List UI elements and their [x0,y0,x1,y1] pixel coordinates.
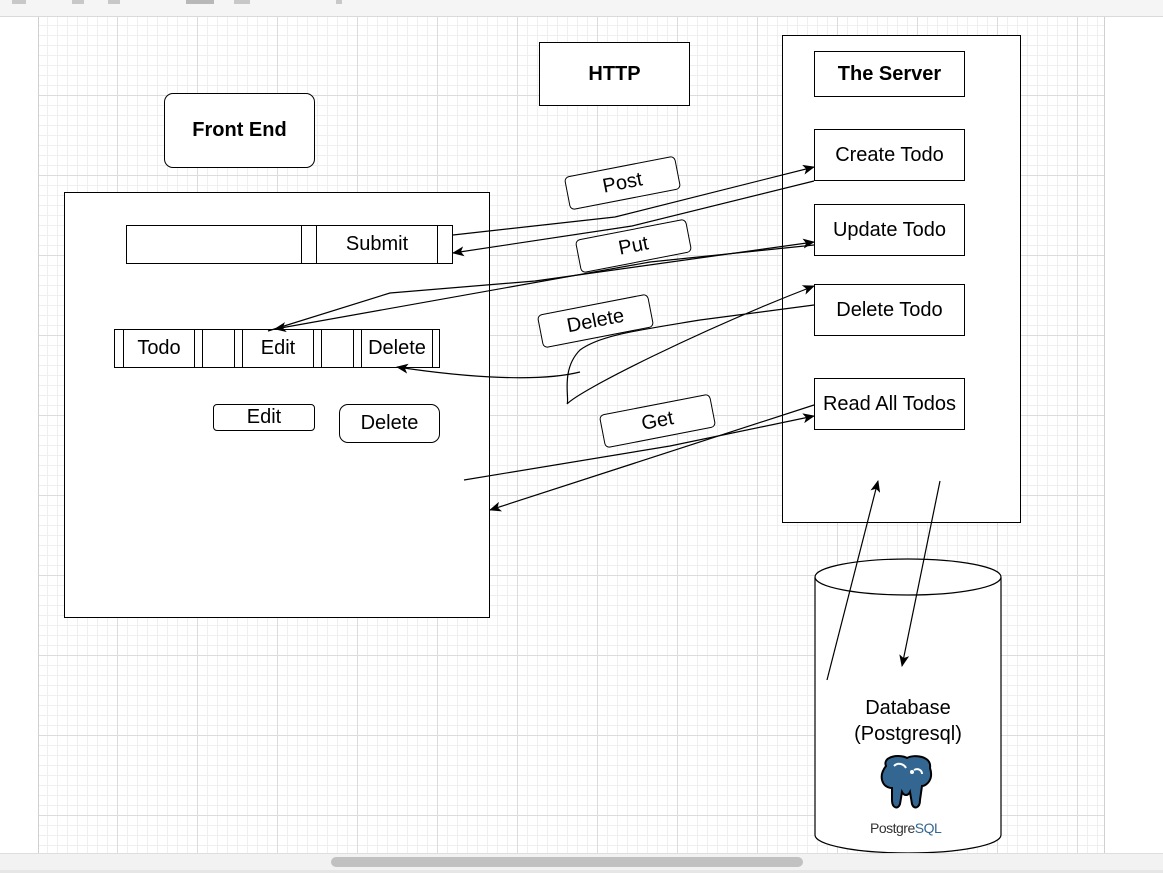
todo-cell: Todo [137,337,181,359]
row-divider [313,330,314,367]
scrollbar-thumb[interactable] [331,857,803,867]
put-request-arrow[interactable] [267,238,815,332]
fill-icon[interactable] [234,0,250,4]
row-divider [194,330,195,367]
delete-todo-label: Delete Todo [836,298,943,321]
post-response-arrow[interactable] [452,180,815,257]
update-todo-label: Update Todo [832,218,947,241]
row-edit-button[interactable]: Edit [260,337,296,359]
put-response-arrow[interactable] [274,244,815,332]
line-style-icon[interactable] [336,0,342,4]
logo-text-sql: SQL [914,820,942,836]
get-request-arrow[interactable] [463,413,815,481]
row-divider [432,330,433,367]
http-title: HTTP [588,62,641,85]
database-label-line1: Database [865,697,951,719]
create-todo-label: Create Todo [835,143,944,166]
post-arrow[interactable] [452,164,815,236]
front-end-title-box[interactable]: Front End [164,93,315,168]
database-label: Database (Postgresql) [830,695,986,747]
row-divider [361,330,362,367]
form-divider [316,226,317,263]
get-response-arrow[interactable] [489,404,815,512]
delete-arrow[interactable] [566,285,815,405]
read-all-todos-label: Read All Todos [822,392,957,415]
delete-todo-box[interactable]: Delete Todo [814,284,965,336]
read-all-todos-box[interactable]: Read All Todos [814,378,965,430]
delete-icon[interactable] [108,0,120,4]
logo-text-postgre: Postgre [870,820,915,836]
server-title: The Server [837,62,942,85]
server-container[interactable] [782,35,1021,523]
db-to-server-arrow[interactable] [826,480,881,681]
delete-button[interactable]: Delete [339,404,440,443]
horizontal-scrollbar[interactable] [0,853,1163,873]
elephant-icon [880,755,932,809]
format-icon[interactable] [186,0,214,4]
server-to-db-arrow[interactable] [899,480,941,667]
submit-button[interactable]: Submit [345,233,409,255]
form-divider [301,226,302,263]
todo-form[interactable]: Submit [126,225,453,264]
form-divider [437,226,438,263]
row-divider [234,330,235,367]
undo-icon[interactable] [12,0,26,4]
todo-row[interactable]: Todo Edit Delete [114,329,440,368]
database-cylinder[interactable] [812,555,1006,855]
delete-response-arrow[interactable] [396,363,581,379]
database-label-line2: (Postgresql) [854,723,962,745]
update-todo-box[interactable]: Update Todo [814,204,965,256]
delete-button-label: Delete [360,412,419,434]
redo-icon[interactable] [72,0,84,4]
server-title-box[interactable]: The Server [814,51,965,97]
row-divider [242,330,243,367]
create-todo-box[interactable]: Create Todo [814,129,965,181]
row-divider [202,330,203,367]
http-title-box[interactable]: HTTP [539,42,690,106]
row-divider [123,330,124,367]
row-divider [321,330,322,367]
postgresql-logo: PostgreSQL [864,752,950,840]
front-end-title: Front End [192,119,287,141]
row-divider [353,330,354,367]
toolbar [0,0,1163,17]
row-delete-button[interactable]: Delete [368,337,426,359]
edit-button[interactable]: Edit [213,404,315,431]
edit-button-label: Edit [246,406,282,428]
